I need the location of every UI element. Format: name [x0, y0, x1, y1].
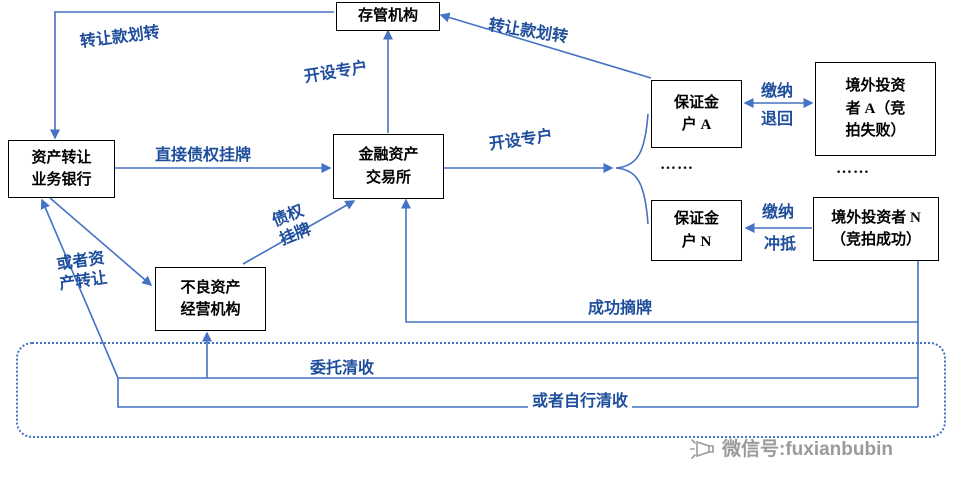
label-self-collection: 或者自行清收	[528, 392, 633, 412]
megaphone-icon	[690, 438, 714, 459]
label-open-special-account-top: 开设专户	[302, 59, 369, 86]
label-deposit-n: 缴纳	[762, 204, 795, 221]
node-npl-manager: 不良资产 经营机构	[155, 267, 266, 331]
node-exchange: 金融资产 交易所	[333, 134, 444, 199]
node-investor-n: 境外投资者 N （竞拍成功）	[813, 197, 939, 261]
ellipsis-investors: ……	[836, 160, 870, 177]
node-custodian: 存管机构	[336, 2, 440, 31]
brace-lower	[615, 167, 649, 225]
label-successful-delisting: 成功摘牌	[588, 300, 653, 317]
node-margin-account-n: 保证金 户 N	[651, 200, 742, 261]
watermark: 微信号:fuxianbubin	[690, 434, 893, 461]
label-open-special-account-right: 开设专户	[488, 127, 554, 154]
label-or-asset-transfer: 或者资 产转让	[55, 249, 109, 294]
label-claim-listing: 债权 挂牌	[270, 202, 314, 249]
watermark-text: 微信号:fuxianbubin	[722, 439, 893, 460]
ellipsis-margin-accounts: ……	[660, 156, 694, 173]
node-margin-account-a: 保证金 户 A	[651, 80, 742, 148]
brace-upper	[615, 113, 649, 169]
label-deposit-a: 缴纳	[761, 83, 794, 100]
label-transfer-funds-left: 转让款划转	[79, 24, 161, 51]
node-investor-a: 境外投资 者 A（竞 拍失败）	[815, 62, 936, 156]
label-refund-a: 退回	[761, 111, 794, 128]
node-bank: 资产转让 业务银行	[8, 140, 115, 198]
label-offset-n: 冲抵	[764, 236, 797, 253]
label-transfer-funds-right: 转让款划转	[487, 16, 569, 47]
label-entrusted-collection: 委托清收	[310, 360, 375, 377]
collection-phase-container	[16, 342, 946, 438]
label-direct-claim-listing: 直接债权挂牌	[155, 147, 252, 164]
